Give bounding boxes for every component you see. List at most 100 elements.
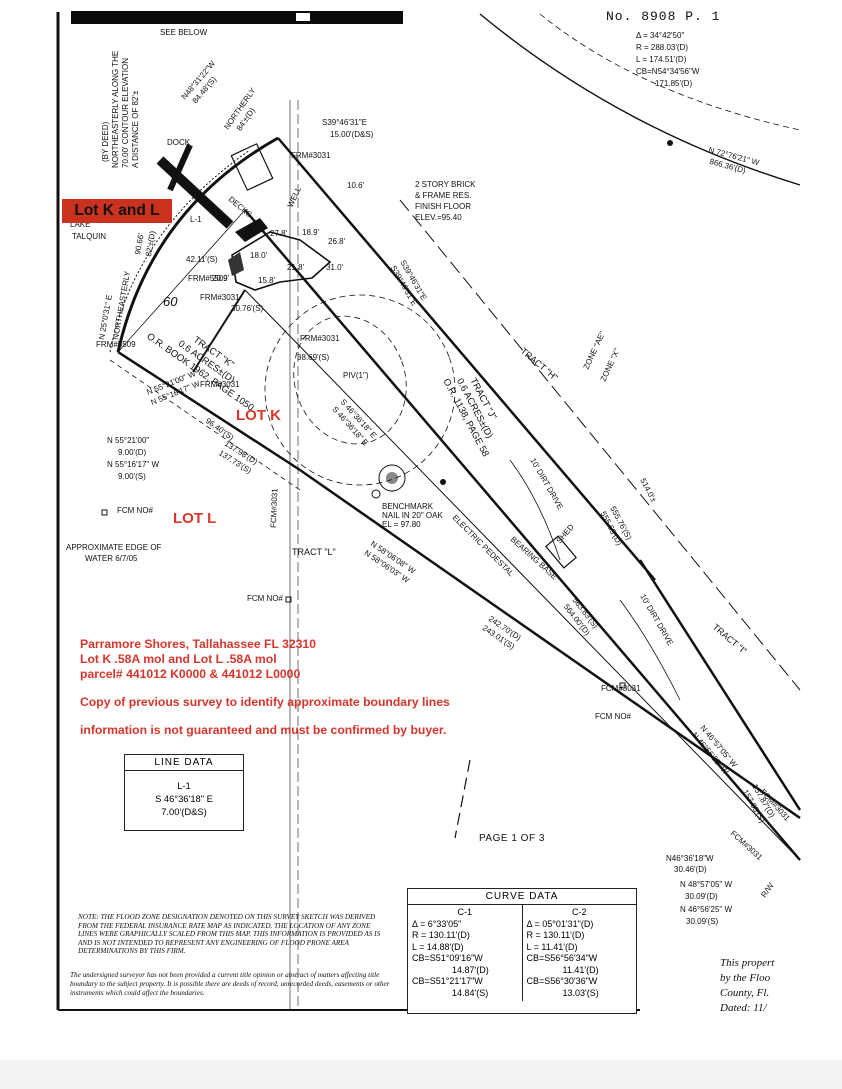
scan-margin [0,1060,842,1089]
dim-60: 60 [163,294,178,309]
svg-text:WELL: WELL [286,185,304,209]
flood-certification-note: This propert by the Floo County, Fl. Dat… [720,957,775,1014]
fcm3031-b: FCM#3031 [601,684,641,693]
tract-k-south-line [117,350,301,472]
zone-x-label: ZONE "X" [599,347,622,383]
lake-label-1: LAKE [70,220,90,229]
water-edge [109,149,251,353]
arc-radius: R = 288.03'(D) [636,43,688,52]
oak-tree [378,464,406,492]
dirt-drive-b [619,599,681,701]
dirt-drive-a [509,459,561,561]
svg-text:96.40'(S): 96.40'(S) [204,416,236,442]
surveyor-note: The undersigned surveyor has not been pr… [70,971,390,997]
arc-delta: Δ = 34°42'50" [636,31,684,40]
n4657-labels: N 46°57'05" W N 46°56'25" W [690,724,739,777]
house-label-2: & FRAME RES. [415,191,471,200]
fcm-monument [285,596,292,603]
d137-labels: 137.98'(D) 137.73'(S) [217,439,259,476]
ne-distance: 90.66' 82'±(D) [133,230,157,257]
curve-data-title: CURVE DATA [408,889,636,905]
arc-chord-length: 171.85'(D) [655,79,692,88]
dim-18a: 18.0' [250,251,268,260]
dim-27: 27.8' [270,229,288,238]
porch-block [228,252,244,276]
dim-31: 31.0' [326,263,344,272]
lot-l-label: LOT L [173,510,216,527]
arc-length: L = 174.51'(D) [636,55,687,64]
svg-text:ELECTRIC PEDESTAL: ELECTRIC PEDESTAL [451,513,516,578]
dirt-drive-label-2: 10' DIRT DRIVE [638,593,675,647]
line-data-table: LINE DATA L-1 S 46°36'18" E 7.00'(D&S) [124,754,244,831]
dim-20: 20.9' [212,274,230,283]
dim-21: 21.8' [287,263,305,272]
line-data-title: LINE DATA [125,755,243,771]
see-below: SEE BELOW [160,28,208,37]
lake-label-2: TALQUIN [72,232,106,241]
bearing-se: S39°46'31"E [322,118,367,127]
svg-text:FCM#3031: FCM#3031 [729,829,765,863]
dim-30: 30.76'(S) [231,304,264,313]
benchmark-3: EL = 97.80 [382,520,421,529]
n4636-c2: 30.46'(D) [674,865,707,874]
shed-label: SHED [555,522,576,545]
curve-data-table: CURVE DATA C-1 Δ = 6°33'05" R = 130.11'(… [407,888,637,1014]
fcm-label: FCM NO# [117,506,154,515]
house-label-3: FINISH FLOOR [415,202,471,211]
svg-text:70.00' CONTOUR ELEVATION: 70.00' CONTOUR ELEVATION [121,58,130,168]
svg-text:(BY DEED): (BY DEED) [101,121,110,162]
zone-ae-line [399,199,801,691]
frm-f: FRM#3031 [200,380,240,389]
dim-15a: 15.8' [258,276,276,285]
frm-a: FRM#5509 [188,274,228,283]
survey-copy-note: Copy of previous survey to identify appr… [80,695,450,709]
fcm-monument [619,682,626,689]
s3946-labels: S39°46'31"E S39°46'31"E [389,259,429,308]
arc-point [667,140,673,146]
n4857-dist: 30.09'(D) [685,892,718,901]
tract-i-label: TRACT "I" [711,622,749,656]
flood-zone-note: NOTE: THE FLOOD ZONE DESIGNATION DENOTED… [78,913,381,956]
address-note: Parramore Shores, Tallahassee FL 32310 [80,637,316,651]
well-label: WELL [286,185,304,209]
redaction-bar [71,11,403,24]
svg-text:514.0'±: 514.0'± [638,477,658,505]
deck-hatched [230,143,274,191]
setback-dim: 10.6' [347,181,365,190]
svg-text:TRACT "I": TRACT "I" [711,622,749,656]
d96-label: 96.40'(S) [204,416,236,442]
line-data-distance: 7.00'(D&S) [161,806,207,817]
svg-text:90.66': 90.66' [133,232,146,255]
n5516-b: N 55°16'17" W [107,460,159,469]
house-label-4: ELEV.=95.40 [415,213,462,222]
parcel-note: parcel# 441012 K0000 & 441012 L0000 [80,667,301,681]
dim-26: 26.8' [328,237,346,246]
bearing-point [440,479,446,485]
tract-l-dashed [109,359,301,491]
svg-text:ZONE "AE": ZONE "AE" [582,330,607,371]
line-data-bearing: S 46°36'18" E [155,793,213,804]
dock-label: DOCK [167,138,191,147]
benchmark-1: BENCHMARK [382,502,434,511]
zone-line-lower [454,759,471,839]
fcm-label: FCM NO# [595,712,632,721]
n4857-label: N 48°57'05" W [680,880,732,889]
approx-edge-2: WATER 6/7/05 [85,554,138,563]
svg-text:SHED: SHED [555,522,576,545]
dim-42: 42.11'(S) [186,255,218,264]
oak-tree-center [386,472,398,484]
house-label-1: 2 STORY BRICK [415,180,476,189]
fcm3031-a: FCM#3031 [269,488,279,528]
d563-labels: 563.83'(S) 564.00'(D) [562,596,601,638]
benchmark-point [371,489,381,499]
d555-labels: 555.76'(S) 555.69'(D) [599,505,634,547]
arc-chord-bearing: CB=N54°34'56"W [636,67,700,76]
bearing-se-dist: 15.00'(D&S) [330,130,374,139]
deck-block [235,218,268,242]
benchmark-2: NAIL IN 20" OAK [382,511,443,520]
northerly-label: NORTHERLY 84'±(D) [222,86,258,133]
tract-k-west-line [117,209,246,353]
piv-label: PIV(1") [343,371,369,380]
dim-38: 38.69'(S) [297,353,330,362]
